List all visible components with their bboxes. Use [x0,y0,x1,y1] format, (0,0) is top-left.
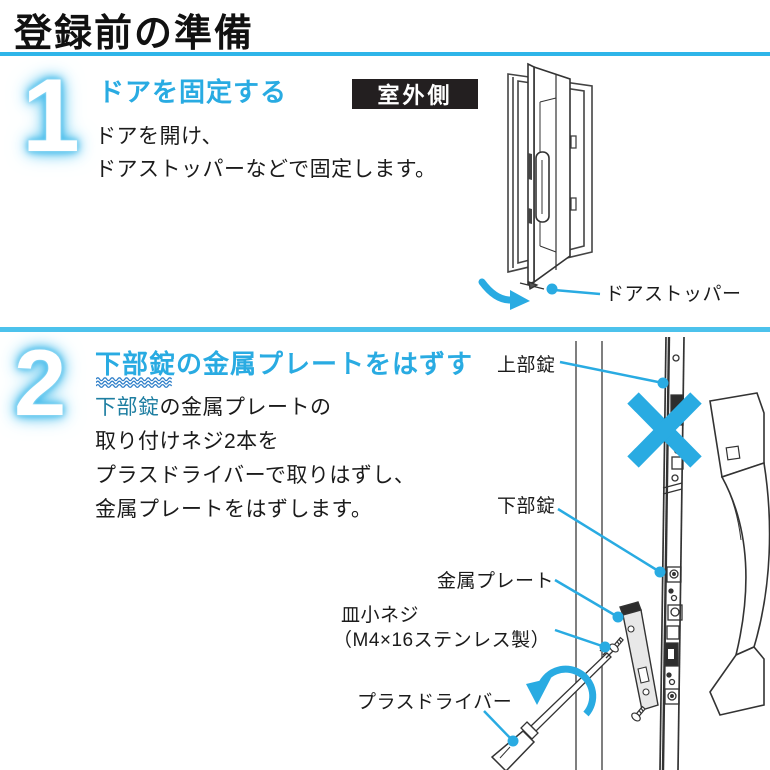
step2-heading: 下部錠の金属プレートをはずす [95,349,474,379]
open-door-illustration [478,62,601,310]
floor-stopper-icon [519,281,545,291]
callout-dot-icon [546,283,558,295]
door-stopper-leader-line [546,283,601,296]
upper-lock-label: 上部錠 [497,355,556,376]
screw-hole-icon [672,354,680,362]
step1-body: ドアを開け、 ドアストッパーなどで固定します。 [95,120,436,186]
entry-handle-icon [709,392,770,716]
step2-number: 2 [14,330,67,435]
step2-body-line3: プラスドライバーで取りはずし、 [95,464,416,487]
outdoor-side-badge: 室外側 [352,79,478,109]
lock-strip [659,336,685,770]
metal-plate-icon [619,601,659,711]
screw-name-label: 皿小ネジ [341,605,420,626]
section-divider [0,327,770,332]
title-underline [0,52,770,56]
flat-screw-icon [609,636,624,653]
screwdriver-label: プラスドライバー [357,692,513,713]
flat-screw-icon [631,705,646,722]
step2-body-line1: 下部錠の金属プレートの [95,396,332,419]
door-pull-handle-icon [535,151,550,223]
screwdriver-icon [490,643,614,770]
callout-leader-lines [483,360,664,742]
wavy-underline-icon [96,377,173,389]
door-stopper-label: ドアストッパー [605,284,742,305]
lower-lock-highlight: 下部錠 [95,396,160,419]
step2-body-line4: 金属プレートをはずします。 [95,498,373,521]
rotate-arrow-icon [526,665,597,717]
page-title: 登録前の準備 [14,13,255,55]
x-mark-icon [627,392,702,468]
step1-heading: ドアを固定する [98,77,288,107]
step1-body-line2: ドアストッパーなどで固定します。 [95,158,437,181]
metal-plate-label: 金属プレート [437,571,555,592]
door-swing-arrow-icon [478,278,530,310]
step1-number: 1 [22,58,80,174]
step1-body-line1: ドアを開け、 [95,125,223,148]
callout-dot-icon [507,377,669,747]
lower-lock-label: 下部錠 [497,496,556,517]
lock-removal-illustration [483,336,770,770]
door-hinges-icon [570,135,577,211]
step2-body: 下部錠の金属プレートの 取り付けネジ2本を プラスドライバーで取りはずし、 金属… [95,391,415,527]
door-edge-lines [575,341,603,770]
door-edge-lock-plates [528,153,532,224]
step2-body-line2: 取り付けネジ2本を [95,430,280,453]
door-panel [527,62,571,286]
screw-spec-label: （M4×16ステンレス製） [333,630,551,651]
